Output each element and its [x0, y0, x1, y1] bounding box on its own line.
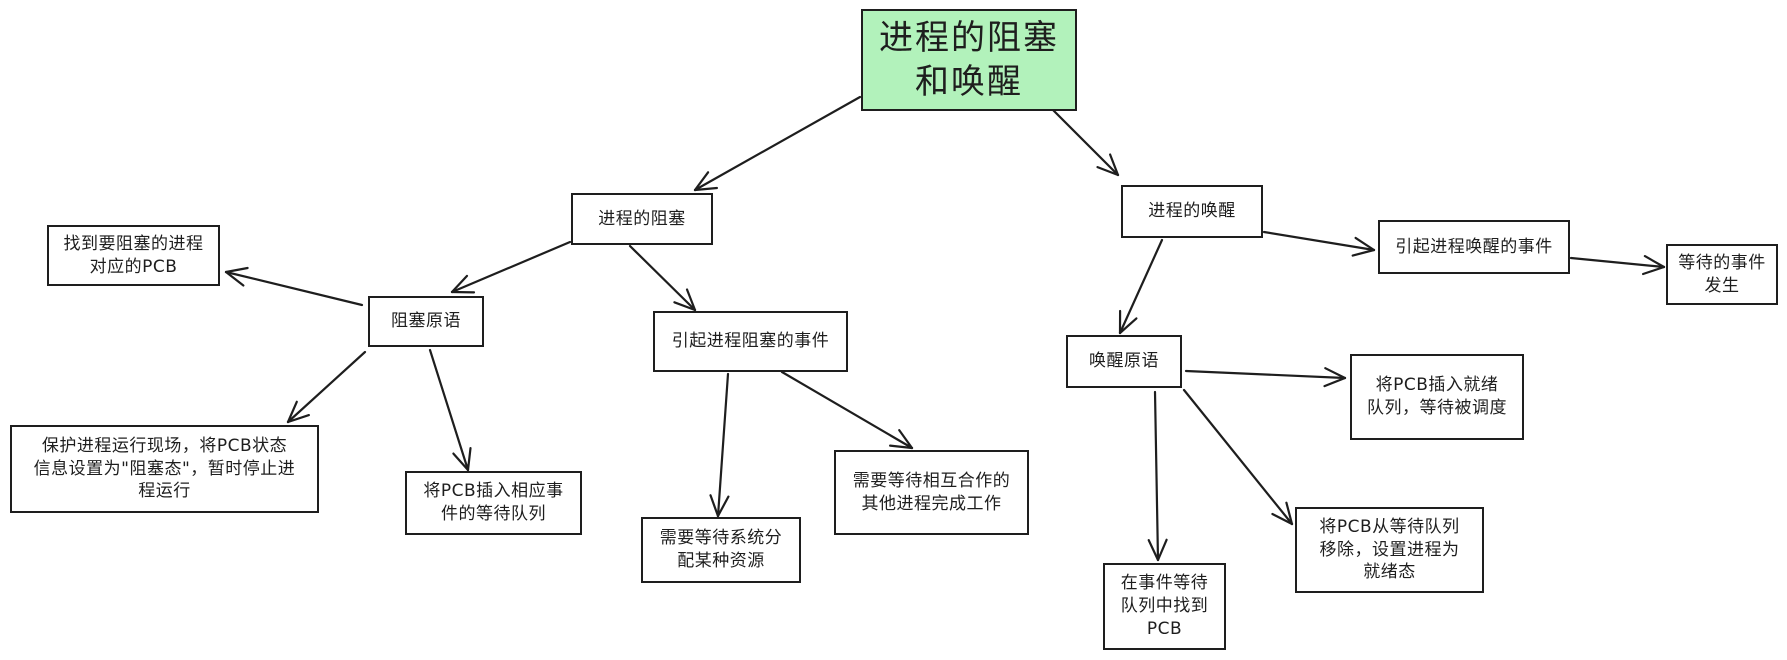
edge-root-to-block	[693, 95, 862, 192]
node-remove-wait-label: 将PCB从等待队列移除，设置进程为就绪态	[1319, 516, 1460, 583]
node-wait-event-label: 等待的事件发生	[1678, 252, 1766, 296]
node-protect-label: 保护进程运行现场，将PCB状态信息设置为"阻塞态"，暂时停止进程运行	[33, 435, 296, 502]
node-wait-resource-label: 需要等待系统分配某种资源	[659, 528, 783, 571]
root-node: 进程的阻塞和唤醒	[861, 9, 1077, 111]
node-block-events-label: 引起进程阻塞的事件	[671, 331, 830, 352]
node-insert-queue-label: 将PCB插入相应事件的等待队列	[423, 481, 564, 524]
edge-root-to-wakeup	[1051, 108, 1120, 177]
node-insert-ready-label: 将PCB插入就绪队列，等待被调度	[1367, 375, 1507, 418]
node-protect: 保护进程运行现场，将PCB状态信息设置为"阻塞态"，暂时停止进程运行	[10, 425, 319, 513]
node-wakeup-primitive-label: 唤醒原语	[1089, 351, 1159, 372]
node-block-label: 进程的阻塞	[598, 208, 686, 229]
node-block-primitive: 阻塞原语	[368, 296, 484, 347]
edge-primitive-to-insert	[428, 348, 472, 472]
node-insert-ready: 将PCB插入就绪队列，等待被调度	[1350, 354, 1524, 440]
edge-events-to-cooperate	[780, 370, 914, 450]
edge-block-to-events	[628, 244, 697, 312]
root-node-label: 进程的阻塞和唤醒	[879, 17, 1059, 102]
node-find-pcb: 找到要阻塞的进程对应的PCB	[47, 225, 220, 286]
node-block-primitive-label: 阻塞原语	[391, 311, 461, 332]
node-wakeup-primitive: 唤醒原语	[1066, 335, 1182, 388]
node-wait-cooperate: 需要等待相互合作的其他进程完成工作	[834, 450, 1029, 535]
edge-wakeup-to-events	[1262, 230, 1376, 257]
node-wakeup: 进程的唤醒	[1121, 185, 1263, 238]
edge-primitive-to-find-queue	[1147, 390, 1168, 562]
node-insert-queue: 将PCB插入相应事件的等待队列	[405, 471, 582, 535]
node-wait-cooperate-label: 需要等待相互合作的其他进程完成工作	[852, 470, 1011, 514]
node-find-pcb-label: 找到要阻塞的进程对应的PCB	[63, 233, 204, 277]
node-wakeup-events: 引起进程唤醒的事件	[1378, 220, 1570, 274]
edge-events-to-wait-event	[1569, 255, 1666, 276]
edge-block-to-primitive	[450, 240, 572, 294]
node-block-events: 引起进程阻塞的事件	[653, 311, 848, 372]
edge-wakeup-to-primitive	[1118, 238, 1164, 335]
node-wakeup-events-label: 引起进程唤醒的事件	[1395, 236, 1553, 257]
edge-primitive-to-ready	[1184, 367, 1347, 388]
node-wait-resource: 需要等待系统分配某种资源	[641, 517, 801, 583]
edge-events-to-resource	[709, 372, 730, 518]
node-block: 进程的阻塞	[571, 193, 713, 245]
edge-primitive-to-protect	[286, 350, 367, 424]
node-wakeup-label: 进程的唤醒	[1148, 201, 1236, 222]
node-remove-wait: 将PCB从等待队列移除，设置进程为就绪态	[1295, 507, 1484, 593]
node-wait-event: 等待的事件发生	[1666, 244, 1778, 305]
edge-primitive-to-remove	[1182, 388, 1294, 526]
edge-primitive-to-find-pcb	[224, 266, 364, 307]
